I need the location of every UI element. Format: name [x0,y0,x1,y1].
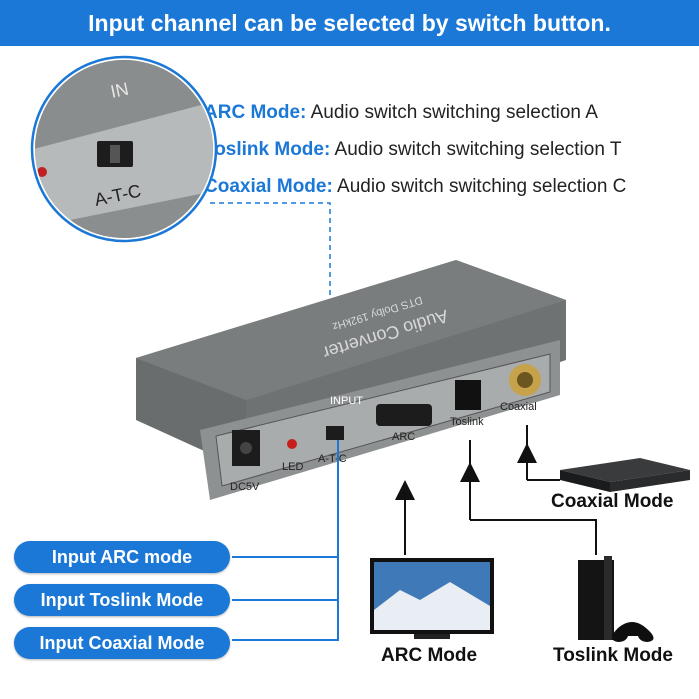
switch-icon [326,426,344,440]
mode-desc: Audio switch switching selection A [306,102,598,123]
pill-input-coaxial: Input Coaxial Mode [14,627,230,659]
game-console-icon [578,556,654,642]
mode-bracket-line [232,440,339,641]
caption-arc-mode: ARC Mode [381,645,478,666]
mode-desc: Audio switch switching selection C [332,176,627,197]
pill-input-arc: Input ARC mode [14,541,230,573]
dvd-player-icon [560,458,690,492]
cable-lines [404,425,597,555]
zoom-connector-line [210,202,331,436]
mode-key: Coaxial Mode: [204,176,333,197]
mode-description-list: ARC Mode: Audio switch switching selecti… [204,94,626,205]
led-zoom-icon [37,167,47,177]
pill-input-toslink: Input Toslink Mode [14,584,230,616]
headline-text: Input channel can be selected by switch … [88,9,611,36]
audio-converter-device: Audio Converter DTS Dolby 192kHz INPUT D… [136,260,566,500]
mode-key: ARC Mode: [204,102,307,123]
caption-coaxial-mode: Coaxial Mode [551,491,674,512]
mode-row-arc: ARC Mode: Audio switch switching selecti… [204,94,626,131]
port-label-led: LED [282,461,303,473]
input-label: INPUT [330,395,363,407]
zoom-input-text: IN [109,79,131,102]
pill-label: Input Toslink Mode [40,590,204,610]
pill-label: Input Coaxial Mode [39,633,205,653]
headline-banner: Input channel can be selected by switch … [0,0,699,46]
zoom-callout: A-T-C IN [30,55,218,243]
caption-toslink-mode: Toslink Mode [553,645,673,666]
optical-port-icon [455,380,481,410]
mode-key: Toslink Mode: [204,139,331,160]
port-label-toslink: Toslink [450,416,484,428]
mode-desc: Audio switch switching selection T [330,139,622,160]
arrow-up-icon [460,462,480,482]
mode-row-coaxial: Coaxial Mode: Audio switch switching sel… [204,168,626,205]
arrow-up-icon [395,480,415,500]
led-icon [287,439,297,449]
pill-label: Input ARC mode [51,547,193,567]
port-label-atc: A-T-C [318,453,347,465]
arrow-up-icon [517,443,537,463]
port-label-dc5v: DC5V [230,481,260,493]
hdmi-port-icon [376,404,432,426]
port-label-coaxial: Coaxial [500,401,537,413]
mode-row-toslink: Toslink Mode: Audio switch switching sel… [204,131,626,168]
port-label-arc: ARC [392,431,415,443]
tv-icon [370,558,494,639]
